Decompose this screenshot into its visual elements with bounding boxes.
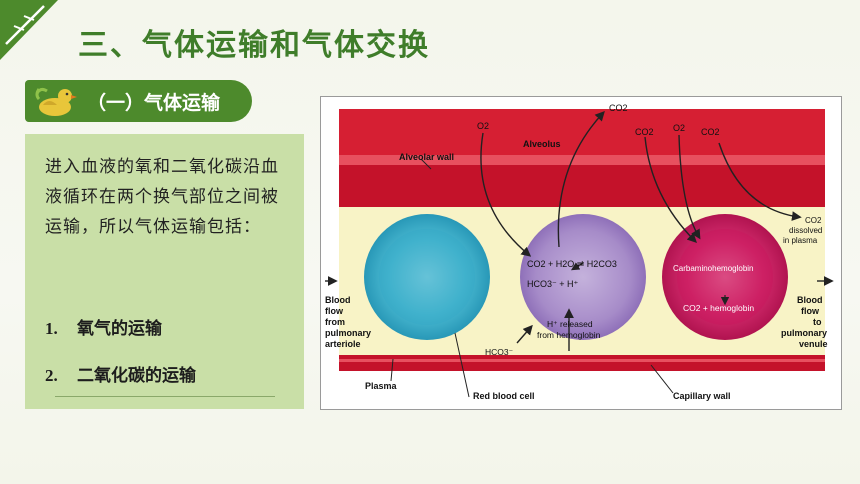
h-released-label: H⁺ released bbox=[547, 319, 593, 329]
list-item: 2. 二氧化碳的运输 bbox=[45, 361, 196, 386]
corner-leaf-icon bbox=[0, 0, 58, 60]
o2-label: O2 bbox=[477, 121, 489, 131]
text-panel: 进入血液的氧和二氧化碳沿血液循环在两个换气部位之间被运输，所以气体运输包括： 1… bbox=[25, 134, 304, 409]
slide-title: 三、气体运输和气体交换 bbox=[78, 28, 430, 63]
flow-from-label: from bbox=[325, 317, 345, 327]
flow-to-label: flow bbox=[801, 306, 820, 316]
bicarbonate-label: HCO3⁻ bbox=[485, 347, 514, 357]
flow-to-label: Blood bbox=[797, 295, 823, 305]
flow-to-label: pulmonary bbox=[781, 328, 827, 338]
red-blood-cell-label: Red blood cell bbox=[473, 391, 535, 401]
flow-to-label: to bbox=[813, 317, 822, 327]
h-released-label: from hemoglobin bbox=[537, 330, 601, 340]
co2-label: CO2 bbox=[701, 127, 720, 137]
reaction-products: HCO3⁻ + H⁺ bbox=[527, 279, 579, 289]
co2-dissolved-label: in plasma bbox=[783, 236, 818, 245]
diagram-canvas: Alveolar wall Alveolus O2 CO2 CO2 O2 CO2… bbox=[321, 97, 841, 409]
intro-paragraph: 进入血液的氧和二氧化碳沿血液循环在两个换气部位之间被运输，所以气体运输包括： bbox=[45, 157, 279, 237]
capillary-wall bbox=[339, 355, 825, 371]
section-label: （一）气体运输 bbox=[87, 91, 221, 114]
flow-from-label: Blood bbox=[325, 295, 351, 305]
duck-icon bbox=[35, 87, 77, 116]
alveolar-wall bbox=[339, 165, 825, 207]
divider bbox=[55, 396, 275, 397]
flow-to-label: venule bbox=[799, 339, 828, 349]
co2-dissolved-label: dissolved bbox=[789, 226, 822, 235]
co2-label: CO2 bbox=[635, 127, 654, 137]
list-number: 1. bbox=[45, 319, 58, 338]
flow-from-label: pulmonary bbox=[325, 328, 371, 338]
plasma-label: Plasma bbox=[365, 381, 398, 391]
alveolar-wall-label: Alveolar wall bbox=[399, 152, 454, 162]
capillary-wall-label: Capillary wall bbox=[673, 391, 731, 401]
co2-dissolved-label: CO2 bbox=[805, 216, 822, 225]
section-header: （一）气体运输 bbox=[25, 80, 252, 122]
co2-hemoglobin-label: CO2 + hemoglobin bbox=[683, 303, 754, 313]
list-text: 氧气的运输 bbox=[77, 319, 162, 339]
gas-transport-diagram: Alveolar wall Alveolus O2 CO2 CO2 O2 CO2… bbox=[320, 96, 842, 410]
alveolus-label: Alveolus bbox=[523, 139, 561, 149]
list-item: 1. 氧气的运输 bbox=[45, 314, 162, 339]
flow-from-label: arteriole bbox=[325, 339, 361, 349]
list-text: 二氧化碳的运输 bbox=[77, 366, 196, 386]
carbaminohemoglobin-label: Carbaminohemoglobin bbox=[673, 264, 754, 273]
flow-from-label: flow bbox=[325, 306, 344, 316]
o2-label: O2 bbox=[673, 123, 685, 133]
list-number: 2. bbox=[45, 366, 58, 385]
reaction-equation: CO2 + H2O ⇌ H2CO3 bbox=[527, 259, 617, 269]
co2-out-label: CO2 bbox=[609, 103, 628, 113]
